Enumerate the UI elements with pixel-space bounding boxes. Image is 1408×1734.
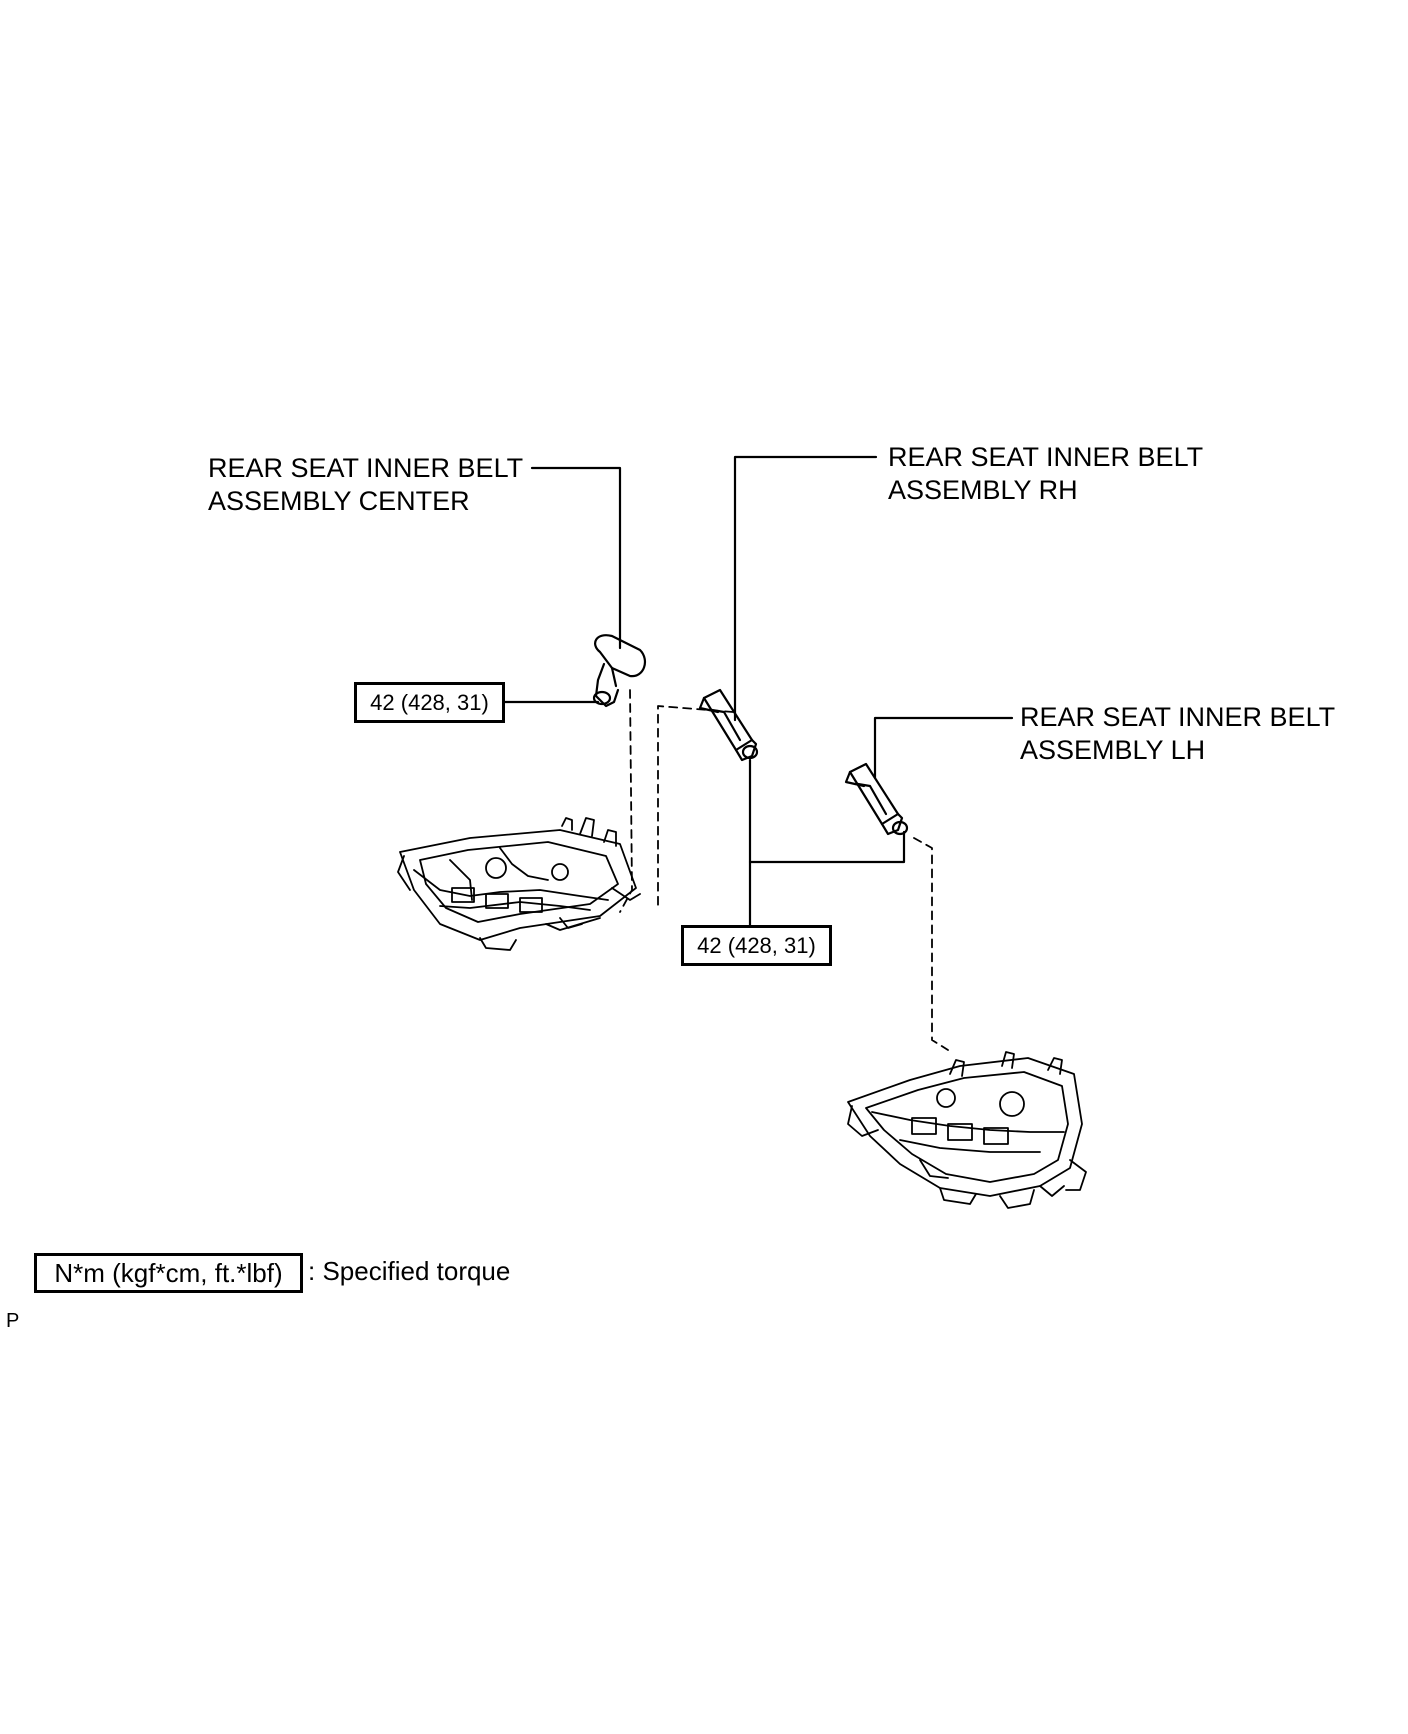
legend-torque-unit-box: N*m (kgf*cm, ft.*lbf) bbox=[34, 1253, 303, 1293]
label-rh-line1: REAR SEAT INNER BELT bbox=[888, 442, 1204, 472]
rh-belt-buckle-icon bbox=[698, 688, 759, 762]
label-rh-line2: ASSEMBLY RH bbox=[888, 475, 1078, 505]
center-belt-buckle-icon bbox=[592, 634, 647, 708]
label-lh-line2: ASSEMBLY LH bbox=[1020, 735, 1206, 765]
installation-dashed-lines bbox=[619, 689, 949, 1051]
torque-box-center: 42 (428, 31) bbox=[354, 682, 505, 723]
label-lh-line1: REAR SEAT INNER BELT bbox=[1020, 702, 1336, 732]
label-center-line2: ASSEMBLY CENTER bbox=[208, 486, 470, 516]
corner-mark: P bbox=[6, 1310, 20, 1332]
legend-description: : Specified torque bbox=[308, 1256, 511, 1286]
left-seat-frame-icon bbox=[397, 817, 641, 951]
torque-box-rh-lh: 42 (428, 31) bbox=[681, 925, 832, 966]
lh-belt-buckle-icon bbox=[844, 762, 909, 836]
right-seat-frame-icon bbox=[847, 1051, 1087, 1209]
leader-lines bbox=[501, 455, 1014, 927]
label-center-line1: REAR SEAT INNER BELT bbox=[208, 453, 524, 483]
